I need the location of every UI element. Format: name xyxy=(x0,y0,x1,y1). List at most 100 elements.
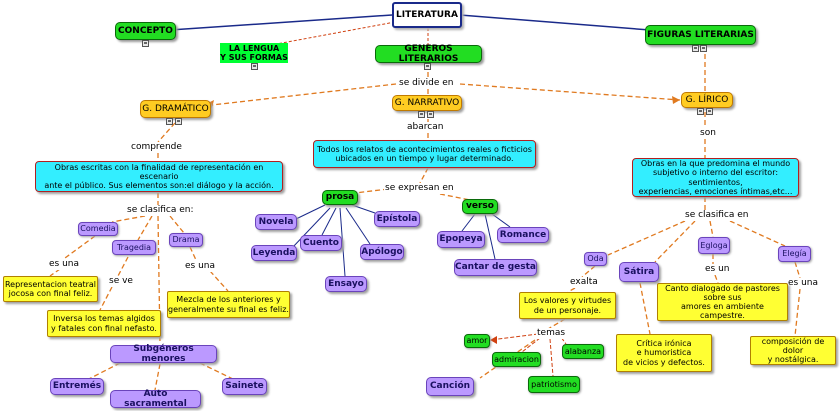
edge-literatura-lengua xyxy=(254,21,396,49)
edge-exalta-def xyxy=(567,287,576,293)
node-cantar-de-gesta[interactable]: Cantar de gesta xyxy=(454,259,537,276)
edge-literatura-concepto xyxy=(169,14,393,31)
node-epistola[interactable]: Epístola xyxy=(374,211,420,227)
link-label-divide: se divide en xyxy=(398,78,455,89)
node-figuras[interactable]: FIGURAS LITERARIAS xyxy=(645,25,756,45)
arrowhead-lirico xyxy=(672,96,680,104)
edge-divide-lirico xyxy=(459,83,681,101)
edge-temas-amor xyxy=(489,333,539,341)
node-leyenda[interactable]: Leyenda xyxy=(251,245,297,261)
edge-verso-romance xyxy=(491,213,511,228)
link-label-es-un: es un xyxy=(704,264,731,275)
node-elegia-def[interactable]: composición de dolor y nostálgica. xyxy=(750,336,836,365)
node-generos[interactable]: GENEROS LITERARIOS xyxy=(375,44,482,64)
node-lirico[interactable]: G. LÍRICO xyxy=(681,92,733,108)
node-epopeya[interactable]: Epopeya xyxy=(437,231,485,248)
attachment-icon[interactable] xyxy=(175,118,182,125)
edge-prosa-cuento xyxy=(321,207,337,236)
node-lirico-def[interactable]: Obras en la que predomina el mundo subje… xyxy=(632,158,799,197)
node-narrativo-def[interactable]: Todos los relatos de acontecimientos rea… xyxy=(313,140,536,168)
node-entremes[interactable]: Entremés xyxy=(50,378,104,395)
edge-temas-patriotismo xyxy=(549,338,554,377)
edge-drama-esuna xyxy=(189,246,197,261)
node-sainete[interactable]: Sainete xyxy=(222,378,267,395)
edge-narrdef-expresan xyxy=(419,167,429,184)
attachment-icon[interactable] xyxy=(251,63,258,70)
edge-clasifica-oda xyxy=(607,220,686,256)
link-label-abarcan: abarcan xyxy=(406,122,445,133)
node-patriotismo[interactable]: patriotismo xyxy=(528,376,580,393)
link-label-clasifica-drama: se clasifica en: xyxy=(126,205,195,216)
node-comedia-def[interactable]: Representacion teatral jocosa con final … xyxy=(3,276,98,302)
attachment-icon[interactable] xyxy=(166,118,173,125)
node-drama-def[interactable]: Obras escritas con la finalidad de repre… xyxy=(35,161,283,192)
edge-sub-auto xyxy=(154,363,161,391)
node-alabanza[interactable]: alabanza xyxy=(562,344,604,359)
node-cuento[interactable]: Cuento xyxy=(300,235,342,251)
node-drama[interactable]: Drama xyxy=(169,233,203,247)
node-romance[interactable]: Romance xyxy=(497,227,549,243)
node-drama-sub-def[interactable]: Mezcla de los anteriores y generalmente … xyxy=(167,291,290,318)
node-elegia[interactable]: Elegía xyxy=(778,246,811,262)
attachment-icon[interactable] xyxy=(697,108,704,115)
edge-esuna3-def xyxy=(794,288,801,337)
node-ensayo[interactable]: Ensayo xyxy=(325,276,367,292)
node-verso[interactable]: verso xyxy=(462,199,498,214)
attachment-icon[interactable] xyxy=(706,108,713,115)
edge-clasifica-elegia xyxy=(729,220,786,247)
edge-clasifica-egloga xyxy=(709,220,714,238)
node-subgeneros[interactable]: Subgéneros menores xyxy=(110,344,217,364)
attachment-icon[interactable] xyxy=(692,45,699,52)
node-satira[interactable]: Sátira xyxy=(619,262,659,282)
edge-seve-def xyxy=(99,286,113,311)
attachment-icon[interactable] xyxy=(418,111,425,118)
edge-verso-cantar xyxy=(484,213,496,260)
edge-divide-dramatico xyxy=(211,83,397,106)
node-apologo[interactable]: Apólogo xyxy=(360,244,404,260)
node-lengua[interactable]: LA LENGUA Y SUS FORMAS xyxy=(220,43,288,63)
node-dramatico[interactable]: G. DRAMÁTICO xyxy=(140,100,211,118)
edge-tragedia-seve xyxy=(117,256,129,277)
link-label-es-una-2: es una xyxy=(184,261,217,272)
node-egloga[interactable]: Egloga xyxy=(698,237,730,254)
node-tragedia-def[interactable]: Inversa los temas algidos y fatales con … xyxy=(47,310,161,337)
link-label-temas: temas xyxy=(536,328,567,339)
node-narrativo[interactable]: G. NARRATIVO xyxy=(392,95,462,111)
node-literatura[interactable]: LITERATURA xyxy=(392,2,462,28)
edge-prosa-apologo xyxy=(345,207,371,245)
edge-prosa-ensayo xyxy=(339,207,346,277)
node-comedia[interactable]: Comedia xyxy=(78,222,118,236)
edge-clasifica-drama xyxy=(169,215,185,234)
node-tragedia[interactable]: Tragedia xyxy=(112,240,156,255)
node-oda[interactable]: Oda xyxy=(584,252,607,266)
link-label-son: son xyxy=(699,128,717,139)
node-oda-def[interactable]: Los valores y virtudes de un personaje. xyxy=(519,292,616,319)
edge-sub-sainete xyxy=(199,362,236,381)
link-label-exalta: exalta xyxy=(569,277,599,288)
edge-expresan-prosa xyxy=(354,188,389,194)
attachment-icon[interactable] xyxy=(427,111,434,118)
node-cancion[interactable]: Canción xyxy=(426,377,474,396)
link-label-expresan: se expresan en xyxy=(384,183,455,194)
node-novela[interactable]: Novela xyxy=(255,214,297,230)
edge-elegia-esuna xyxy=(794,261,801,279)
arrowhead-amor xyxy=(490,336,497,344)
node-satira-def[interactable]: Crítica irónica e humoristica de vicios … xyxy=(616,334,712,372)
edge-verso-epopeya xyxy=(461,213,476,232)
link-label-es-una-3: es una xyxy=(787,278,820,289)
attachment-icon[interactable] xyxy=(700,45,707,52)
node-auto-sacramental[interactable]: Auto sacramental xyxy=(110,389,201,409)
edge-clasifica-comedia xyxy=(111,215,146,223)
edge-odadef-temas xyxy=(547,318,566,330)
attachment-icon[interactable] xyxy=(424,63,431,70)
node-amor[interactable]: amor xyxy=(464,334,490,348)
edge-esuna-def xyxy=(49,268,61,277)
node-admiracion[interactable]: admiracion xyxy=(492,352,541,367)
attachment-icon[interactable] xyxy=(142,40,149,47)
link-label-es-una-1: es una xyxy=(48,259,81,270)
node-egloga-def[interactable]: Canto dialogado de pastores sobre sus am… xyxy=(657,283,788,321)
node-prosa[interactable]: prosa xyxy=(322,190,358,205)
edge-prosa-novela xyxy=(295,204,326,220)
node-concepto[interactable]: CONCEPTO xyxy=(115,22,176,40)
edge-prosa-epistola xyxy=(351,204,376,214)
